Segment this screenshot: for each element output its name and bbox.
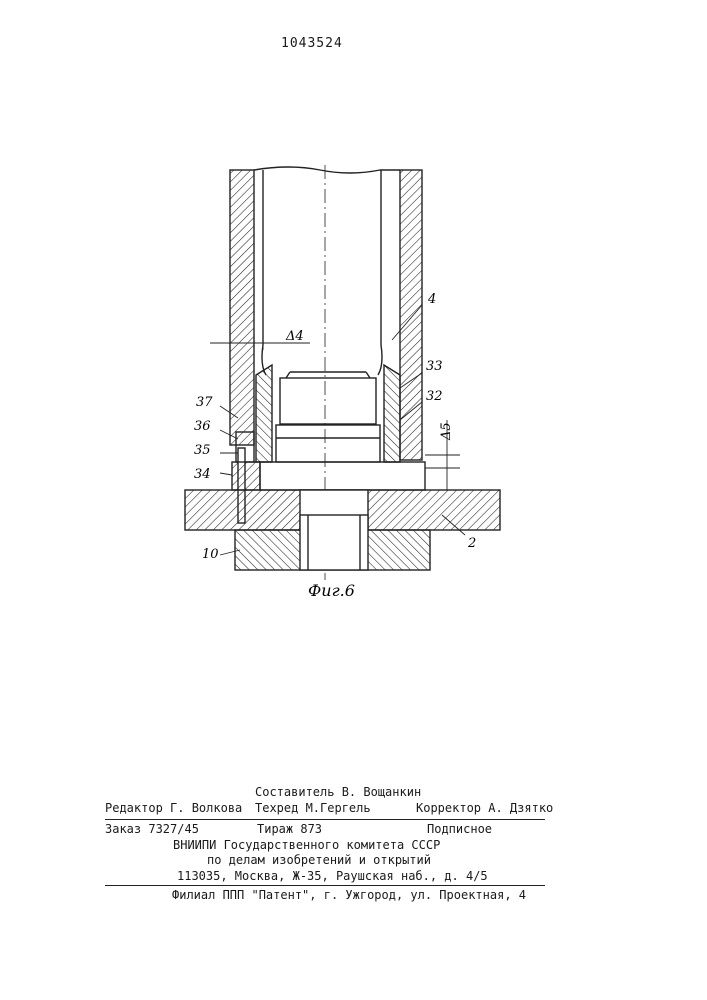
bushing-right <box>384 365 400 462</box>
org-line-2: по делам изобретений и открытий <box>207 853 431 867</box>
break-line <box>254 167 400 173</box>
label-34: 34 <box>194 467 211 482</box>
label-32: 32 <box>426 389 443 404</box>
bushing-left <box>256 365 272 462</box>
label-delta4: Δ4 <box>285 329 304 344</box>
label-37: 37 <box>196 395 213 410</box>
label-2: 2 <box>467 536 476 551</box>
technical-drawing: 4 33 32 37 36 35 34 10 2 Δ4 Δ5 Фиг.6 <box>160 150 520 620</box>
corrector: Корректор А. Дзятко <box>416 801 553 815</box>
tube-wall-right <box>400 170 422 460</box>
org-line-1: ВНИИПИ Государственного комитета СССР <box>173 838 440 852</box>
label-delta5: Δ5 <box>439 422 454 441</box>
insert-upper <box>280 378 376 424</box>
patent-number: 1043524 <box>281 36 343 51</box>
insert-lower <box>276 425 380 462</box>
part-34 <box>232 462 260 490</box>
imprint-block: Составитель В. Вощанкин Редактор Г. Волк… <box>105 783 545 903</box>
label-10: 10 <box>202 547 219 562</box>
subscription: Подписное <box>427 822 492 836</box>
label-33: 33 <box>426 359 443 374</box>
block-bore <box>300 515 368 570</box>
divider-bottom <box>105 885 545 886</box>
divider-top <box>105 819 545 820</box>
label-36: 36 <box>194 419 211 434</box>
order: Заказ 7327/45 <box>105 822 199 836</box>
figure-caption: Фиг.6 <box>308 581 355 600</box>
address: 113035, Москва, Ж-35, Раушская наб., д. … <box>177 869 488 883</box>
spacer-ring <box>260 462 425 490</box>
branch: Филиал ППП "Патент", г. Ужгород, ул. Про… <box>172 888 526 902</box>
label-4: 4 <box>427 292 436 307</box>
editor: Редактор Г. Волкова <box>105 801 242 815</box>
compiler: Составитель В. Вощанкин <box>255 785 421 799</box>
tube-wall-left <box>230 170 254 445</box>
label-35: 35 <box>194 443 211 458</box>
techred: Техред М.Гергель <box>255 801 371 815</box>
circulation: Тираж 873 <box>257 822 322 836</box>
